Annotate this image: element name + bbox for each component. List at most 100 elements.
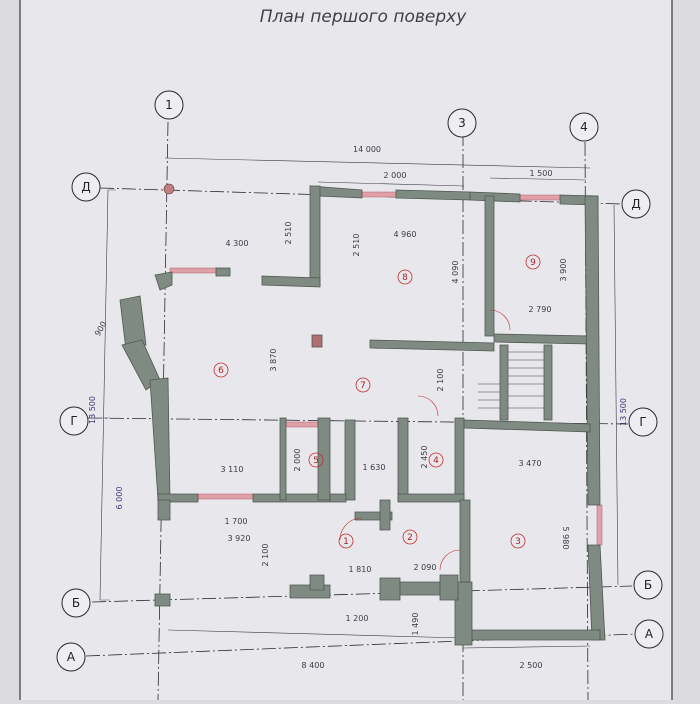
column-b1: [154, 593, 171, 607]
svg-text:8: 8: [402, 273, 408, 283]
dim-8400: 8 400: [302, 661, 325, 670]
dim-13500-right: 13 500: [619, 398, 628, 426]
axis-marker-d-left: Д: [71, 172, 101, 202]
wall-bay-1: [154, 271, 173, 291]
room-circle-8: 8: [397, 269, 413, 285]
wall-stair-left: [499, 344, 509, 421]
axis-markers: 1 3 4 Д Д Г Г Б: [56, 90, 664, 672]
window-room5: [285, 421, 319, 428]
wall-top-room8-right: [395, 189, 471, 201]
wall-room3-corner: [454, 581, 473, 646]
dim-2510-b: 2 510: [352, 234, 361, 257]
room-circle-7: 7: [355, 377, 371, 393]
room-circle-3: 3: [510, 533, 526, 549]
wall-room4-left: [397, 417, 409, 501]
svg-text:Д: Д: [81, 180, 90, 194]
wall-room1-divider: [379, 499, 391, 531]
room-circle-9: 9: [525, 254, 541, 270]
wall-room3-bottom: [469, 629, 601, 641]
wall-entrance-post: [309, 574, 325, 591]
room-circle-5: 5: [308, 452, 324, 468]
column-room7: [311, 334, 323, 348]
wall-room7-bottom: [329, 493, 347, 503]
wall-room4-bottom: [397, 493, 465, 503]
dim-1490: 1 490: [411, 613, 420, 636]
wall-room5-left: [279, 417, 287, 501]
door-room3: [439, 549, 461, 571]
dim-2450: 2 450: [420, 446, 429, 469]
wall-bay-top-end: [215, 267, 231, 277]
axis-intersection-marker: [163, 183, 175, 195]
dim-4960: 4 960: [394, 230, 417, 239]
axis-marker-a-right: А: [634, 619, 664, 649]
axis-line-d: [99, 187, 623, 205]
dim-2090: 2 090: [414, 563, 437, 572]
svg-text:Б: Б: [72, 596, 80, 610]
axis-marker-a-left: А: [56, 642, 86, 672]
wall-entrance-end: [439, 574, 459, 601]
svg-text:5: 5: [313, 456, 319, 466]
svg-text:3: 3: [458, 116, 466, 130]
dim-13500-left: 13 500: [88, 396, 97, 424]
axis-marker-b-left: Б: [61, 588, 91, 618]
svg-text:Д: Д: [631, 197, 640, 211]
dim-2500: 2 500: [520, 661, 543, 670]
svg-text:3: 3: [515, 537, 521, 547]
wall-bay-2: [119, 295, 147, 351]
svg-text:Г: Г: [639, 415, 646, 429]
wall-room3-top: [463, 419, 591, 433]
dim-4300: 4 300: [226, 239, 249, 248]
axis-marker-4: 4: [569, 112, 599, 142]
axis-marker-1: 1: [154, 90, 184, 120]
dim-2000-top: 2 000: [384, 171, 407, 180]
room-circle-6: 6: [213, 362, 229, 378]
wall-top-mid: [469, 191, 521, 203]
wall-room8-bottom: [369, 339, 495, 352]
dim-1500-top: 1 500: [530, 169, 553, 178]
axis-line-b: [91, 585, 633, 603]
window-room8: [361, 191, 397, 198]
axis-marker-3: 3: [447, 108, 477, 138]
left-dimension-ticks: [100, 189, 116, 601]
axis-marker-d-right: Д: [621, 189, 651, 219]
wall-right-lower: [587, 544, 606, 641]
wall-room8-left: [309, 185, 321, 287]
dim-3470: 3 470: [519, 459, 542, 468]
dim-2510-a: 2 510: [284, 222, 293, 245]
door-room9: [489, 309, 511, 331]
dim-1200: 1 200: [346, 614, 369, 623]
wall-right-upper: [584, 195, 601, 506]
window-room3: [596, 504, 603, 546]
wall-room8-room9: [484, 195, 495, 337]
walls: [119, 185, 606, 646]
room-circle-1: 1: [338, 533, 354, 549]
dim-1630: 1 630: [363, 463, 386, 472]
svg-text:Б: Б: [644, 578, 652, 592]
dim-2000: 2 000: [293, 449, 302, 472]
wall-entrance-bottom: [399, 581, 441, 596]
wall-room6-top-stub: [261, 275, 321, 288]
paper: [20, 0, 672, 700]
svg-text:9: 9: [530, 258, 536, 268]
dim-2100-b: 2 100: [261, 544, 270, 567]
svg-text:4: 4: [433, 456, 439, 466]
dim-1700: 1 700: [225, 517, 248, 526]
dim-3900: 3 900: [559, 259, 568, 282]
wall-entrance-right: [379, 577, 401, 601]
dim-3110: 3 110: [221, 465, 244, 474]
dim-5980: 5 980: [561, 527, 570, 550]
dim-1810: 1 810: [349, 565, 372, 574]
dim-6000: 6 000: [115, 487, 124, 510]
axis-marker-g-left: Г: [59, 406, 89, 436]
axis-marker-b-right: Б: [633, 570, 663, 600]
svg-text:4: 4: [580, 120, 588, 134]
dim-4090: 4 090: [451, 261, 460, 284]
window-room6-bottom: [197, 493, 254, 500]
wall-room6-corner: [157, 499, 171, 521]
door-room7-room4: [417, 395, 439, 417]
dim-2790: 2 790: [529, 305, 552, 314]
svg-text:6: 6: [218, 366, 224, 376]
dim-2100-a: 2 100: [436, 369, 445, 392]
dim-3920: 3 920: [228, 534, 251, 543]
